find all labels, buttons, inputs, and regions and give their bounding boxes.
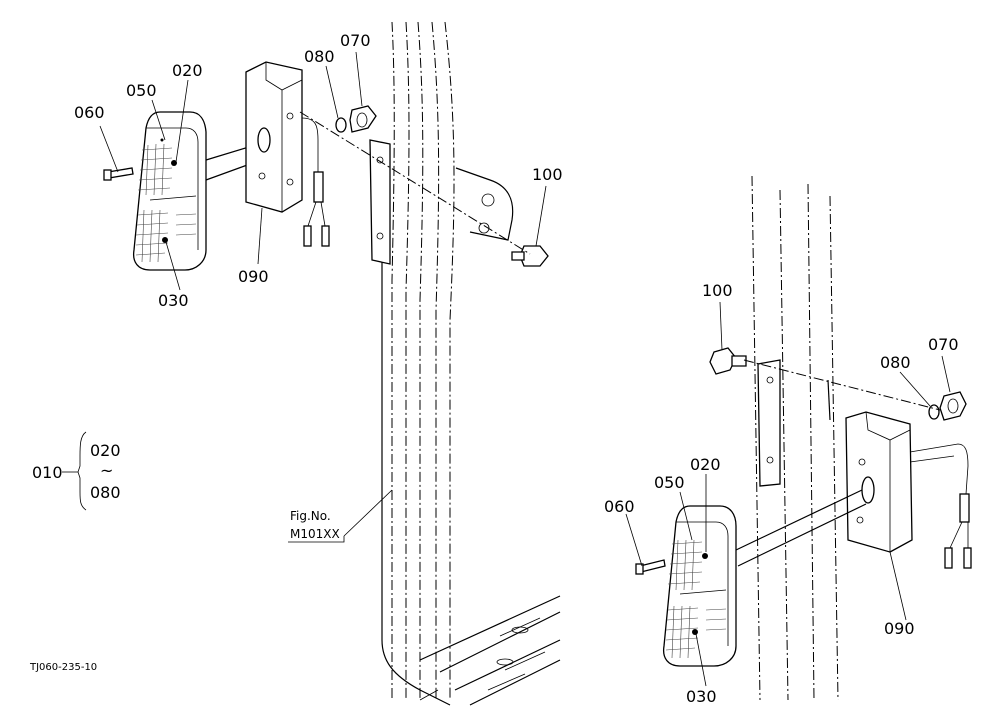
assembly-note: 010 020 ~ 080 [32, 431, 121, 511]
washer-080-br [928, 404, 940, 420]
assembly-to: 080 [90, 483, 121, 502]
callout-tl-030: 030 [158, 291, 189, 310]
callout-br-030: 030 [686, 687, 717, 706]
figure-ref-line2: M101XX [290, 527, 340, 541]
harness-tl [301, 117, 330, 247]
plate-br [757, 359, 781, 487]
figure-ref-line1: Fig.No. [290, 509, 331, 523]
callout-tl-100: 100 [532, 165, 563, 184]
callout-tl-050: 050 [126, 81, 157, 100]
callout-br-080: 080 [880, 353, 911, 372]
callout-br-070: 070 [928, 335, 959, 354]
screw-060-br [635, 559, 666, 575]
bolt-100-br [709, 347, 747, 375]
drawing-code: TJ060-235-10 [29, 662, 97, 673]
nut-070-tl [349, 105, 377, 133]
plate-tl [369, 139, 391, 265]
bracket-090-br [845, 411, 913, 553]
bolt-100-tl [511, 245, 549, 267]
callout-tl-060: 060 [74, 103, 105, 122]
callout-br-060: 060 [604, 497, 635, 516]
assembly-from: 020 [90, 441, 121, 460]
bracket-090-tl [245, 61, 303, 213]
leader-lines [99, 51, 951, 687]
assembly-tilde: ~ [100, 461, 113, 480]
lamp-housing-tl [132, 111, 207, 271]
callout-br-020: 020 [690, 455, 721, 474]
assembly-top-left [103, 61, 549, 271]
callout-br-050: 050 [654, 473, 685, 492]
washer-080-tl [335, 117, 347, 133]
assembly-bottom-right [635, 347, 972, 667]
harness-br [909, 443, 972, 569]
pillar-mount-tab [455, 167, 514, 241]
assembly-parent: 010 [32, 463, 63, 482]
callout-labels: 060 050 020 030 090 080 070 100 100 080 … [74, 31, 959, 706]
callout-br-090: 090 [884, 619, 915, 638]
frame-right [751, 175, 839, 701]
callout-tl-020: 020 [172, 61, 203, 80]
callout-br-100: 100 [702, 281, 733, 300]
callout-tl-080: 080 [304, 47, 335, 66]
callout-tl-090: 090 [238, 267, 269, 286]
cab-frame [381, 21, 561, 706]
callout-tl-070: 070 [340, 31, 371, 50]
figure-reference: Fig.No. M101XX [288, 509, 345, 543]
nut-070-br [939, 391, 967, 421]
screw-060-tl [103, 167, 134, 181]
lamp-housing-br [662, 505, 737, 667]
